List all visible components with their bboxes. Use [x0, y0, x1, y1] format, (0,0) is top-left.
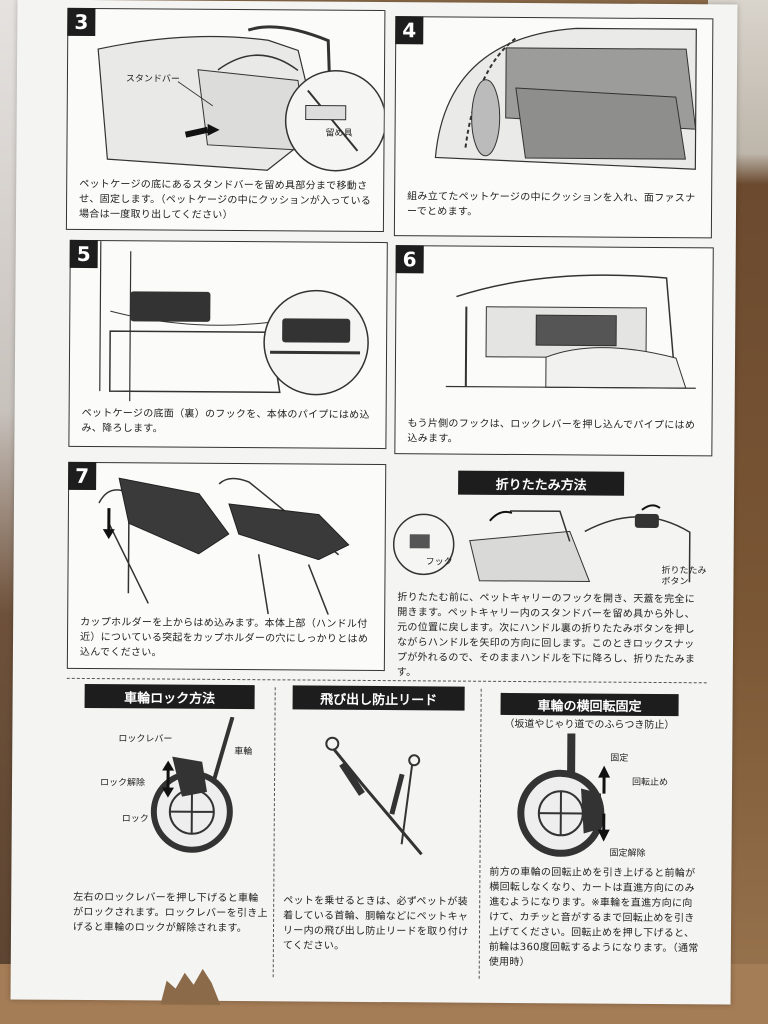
wheel-lock-illustration	[150, 716, 235, 853]
step-7-illustration	[98, 477, 350, 615]
step-7-panel: 7 カップホルダーを上からはめ込みます。本体上部（ハンドル付近）についている突起…	[66, 461, 387, 672]
leash-illustration	[325, 736, 423, 856]
swivel-caption: 前方の車輪の回転止めを引き上げると前輪が横回転しなくなり、カートは直進方向にのみ…	[488, 866, 699, 969]
swivel-stop-label: 回転止め	[632, 777, 669, 789]
divider-vertical-2	[478, 688, 482, 979]
lock-lever-label: ロックレバー	[118, 734, 173, 745]
folding-title: 折りたたみ方法	[458, 470, 625, 496]
unlock-label: ロック解除	[99, 778, 146, 789]
step-7-caption: カップホルダーを上からはめ込みます。本体上部（ハンドル付近）についている突起をカ…	[79, 616, 369, 659]
step-6-illustration	[445, 274, 696, 389]
stand-bar-label: スタンドバー	[125, 74, 180, 85]
swivel-title: 車輪の横回転固定	[500, 692, 679, 717]
step-6-caption: もう片側のフックは、ロックレバーを押し込んでパイプにはめ込みます。	[407, 418, 696, 445]
folding-caption: 折りたたむ前に、ペットキャリーのフックを開き、天蓋を完全に開きます。ペットキャリ…	[396, 592, 696, 679]
instruction-sheet: 3 スタンドバー 留め具 ペットケージの底にあるスタンドバーを留め具部分まで移動…	[10, 0, 738, 1005]
leash-title: 飛び出し防止リード	[292, 685, 465, 711]
step-5-caption: ペットケージの底面（裏）のフックを、本体のパイプにはめ込み、降ろします。	[81, 407, 370, 435]
step-4-caption: 組み立てたペットケージの中にクッションを入れ、面ファスナーでとめます。	[406, 191, 696, 218]
wheel-lock-caption: 左右のロックレバーを押し下げると車輪がロックされます。ロックレバーを引き上げると…	[72, 891, 268, 935]
divider-vertical-1	[272, 687, 276, 978]
swivel-illustration	[517, 733, 611, 857]
lock-label: ロック	[121, 814, 149, 825]
leash-caption: ペットを乗せるときは、必ずペットが装着している首輪、胴輪などにペットキャリー内の…	[282, 895, 469, 952]
step-3-caption: ペットケージの底にあるスタンドバーを留め具部分まで移動させ、固定します。（ペット…	[78, 178, 372, 222]
wheel-label: 車輪	[234, 747, 253, 758]
folding-illustration	[392, 504, 691, 583]
release-label: 固定解除	[609, 848, 646, 859]
fixed-label: 固定	[610, 753, 629, 764]
step-4-panel: 4 組み立てたペットケージの中にクッションを入れ、面ファスナーでとめます。	[393, 16, 714, 239]
swivel-subtitle: （坂道やじゃり道でのふらつき防止）	[504, 718, 675, 732]
paper-tear	[160, 965, 220, 1005]
wheel-lock-title: 車輪ロック方法	[84, 683, 255, 710]
hook-label: フック	[425, 557, 453, 568]
step-4-illustration	[434, 27, 697, 170]
fold-button-label: 折りたたみボタン	[661, 566, 707, 588]
step-5-illustration	[99, 241, 369, 402]
step-3-panel: 3 スタンドバー 留め具 ペットケージの底にあるスタンドバーを留め具部分まで移動…	[65, 7, 386, 233]
step-5-panel: 5 ペットケージの底面（裏）のフックを、本体のパイプにはめ込み、降ろします。	[68, 239, 388, 450]
step-3-illustration	[97, 25, 385, 172]
fastener-label: 留め具	[325, 128, 353, 139]
step-6-panel: 6 もう片側のフックは、ロックレバーを押し込んでパイプにはめ込みます。	[394, 245, 714, 457]
